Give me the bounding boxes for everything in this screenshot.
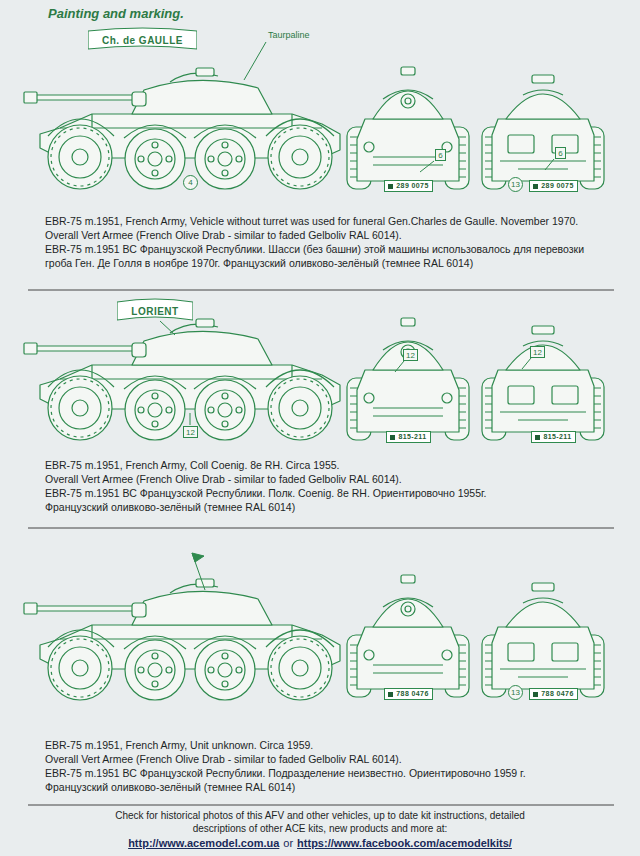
registration-plate: 289 0075 xyxy=(529,180,578,192)
number-text: 289 0075 xyxy=(541,182,573,190)
number-text: 6 xyxy=(558,149,562,158)
number-text: 13 xyxy=(511,688,520,697)
decal-number: 6 xyxy=(555,147,566,159)
number-text: 12 xyxy=(533,348,542,357)
footer-note: Check for historical photos of this AFV … xyxy=(110,809,530,835)
description-block: EBR-75 m.1951, French Army, Coll Coenig.… xyxy=(45,458,610,514)
plate-mark xyxy=(533,692,538,697)
name-banner: LORIENT xyxy=(117,297,193,321)
plate-mark xyxy=(388,184,393,189)
plate-mark xyxy=(535,435,540,440)
decal-number: 12 xyxy=(403,349,418,361)
registration-plate: 815-211 xyxy=(386,431,431,443)
page-title: Painting and marking. xyxy=(48,6,184,21)
description-text: EBR-75 m.1951, French Army, Coll Coenig.… xyxy=(45,458,610,472)
decal-number: 6 xyxy=(435,149,446,161)
description-block: EBR-75 m.1951, French Army, Unit unknown… xyxy=(45,738,610,794)
banner-text: LORIENT xyxy=(131,302,178,317)
callout-number: 4 xyxy=(183,175,198,190)
web-link: http://www.acemodel.com.ua xyxy=(128,836,279,850)
part-label: Taurpaline xyxy=(268,30,310,40)
description-text: Французский оливково-зелёный (темнее RAL… xyxy=(45,780,610,794)
number-text: 12 xyxy=(406,351,415,360)
plate-mark xyxy=(533,184,538,189)
plate-mark xyxy=(390,435,395,440)
footer-word: or xyxy=(283,836,293,850)
number-text: 815-211 xyxy=(398,433,426,441)
number-text: 12 xyxy=(186,428,195,437)
number-text: 815-211 xyxy=(543,433,571,441)
banner-text: Ch. de GAULLE xyxy=(102,31,183,46)
web-link: https://www.facebook.com/acemodelkits/ xyxy=(297,836,512,850)
description-block: EBR-75 m.1951, French Army, Vehicle with… xyxy=(45,214,610,270)
description-text: Overall Vert Armee (French Olive Drab - … xyxy=(45,752,610,766)
description-text: Overall Vert Armee (French Olive Drab - … xyxy=(45,472,610,486)
decal-number: 12 xyxy=(530,346,545,358)
number-text: 289 0075 xyxy=(396,182,428,190)
registration-plate: 788 0476 xyxy=(529,688,578,700)
description-text: EBR-75 m.1951 ВС Французской Республики.… xyxy=(45,242,610,270)
number-text: 788 0476 xyxy=(396,690,428,698)
description-text: EBR-75 m.1951, French Army, Unit unknown… xyxy=(45,738,610,752)
description-text: Французский оливково-зелёный (темнее RAL… xyxy=(45,500,610,514)
registration-plate: 815-211 xyxy=(531,431,576,443)
description-text: EBR-75 m.1951 ВС Французской Республики.… xyxy=(45,766,610,780)
number-text: 6 xyxy=(438,151,442,160)
plate-mark xyxy=(388,692,393,697)
registration-plate: 289 0075 xyxy=(384,180,433,192)
registration-plate: 788 0476 xyxy=(384,688,433,700)
number-text: 788 0476 xyxy=(541,690,573,698)
number-text: 13 xyxy=(511,180,520,189)
decal-number: 12 xyxy=(183,426,198,438)
name-banner: Ch. de GAULLE xyxy=(88,26,197,50)
number-text: 4 xyxy=(188,178,192,187)
footer-block: Check for historical photos of this AFV … xyxy=(110,809,530,835)
link-row: http://www.acemodel.com.ua or https://www.… xyxy=(0,836,640,850)
description-text: EBR-75 m.1951 ВС Французской Республики.… xyxy=(45,486,610,500)
callout-number: 13 xyxy=(508,177,523,192)
description-text: EBR-75 m.1951, French Army, Vehicle with… xyxy=(45,214,610,242)
callout-number: 13 xyxy=(508,685,523,700)
